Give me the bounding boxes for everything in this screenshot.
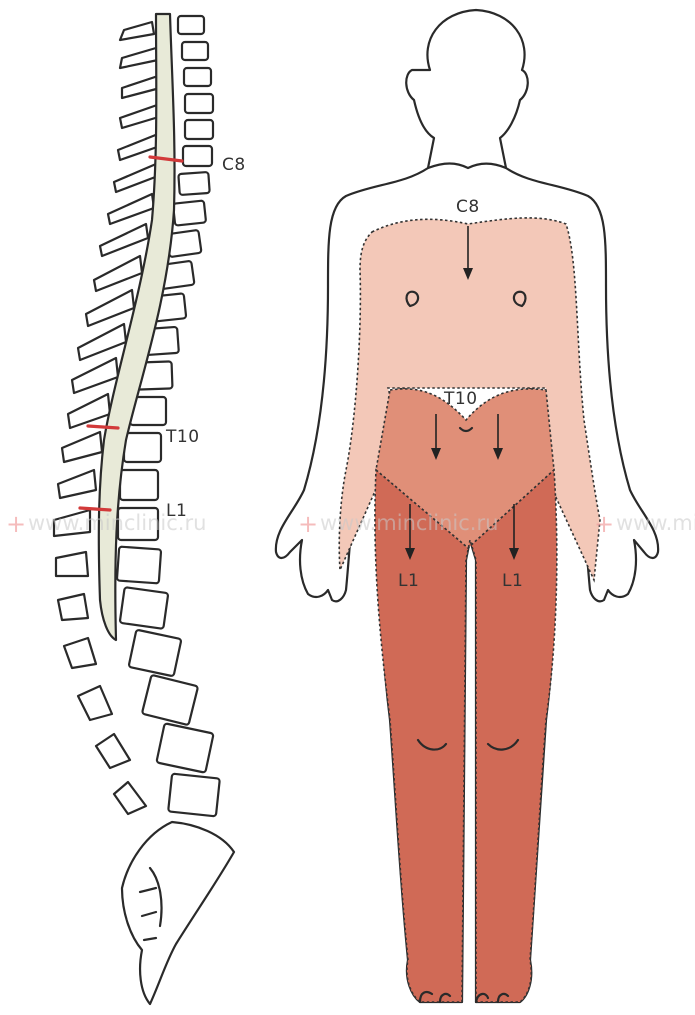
body-label-l1-right: L1: [502, 571, 523, 591]
watermark-plus-icon: +: [6, 510, 26, 538]
body-illustration: C8 T10 L1 L1: [276, 10, 658, 1002]
watermark-plus-icon: +: [594, 510, 614, 538]
body-label-l1-left: L1: [398, 571, 419, 591]
spine-marker-t10: [88, 426, 118, 428]
spine-marker-l1: [80, 508, 110, 510]
watermark-plus-icon: +: [298, 510, 318, 538]
spine-illustration: C8 T10 L1: [54, 14, 246, 1004]
spine-label-c8: C8: [222, 155, 246, 175]
body-label-t10: T10: [443, 389, 478, 409]
spine-label-t10: T10: [165, 427, 200, 447]
zone-l1: [375, 470, 557, 1002]
body-label-c8: C8: [456, 197, 480, 217]
sacrum: [122, 822, 234, 1004]
watermark-text-3: www.minclinic.ru: [616, 511, 695, 535]
watermark-text-1: www.minclinic.ru: [28, 511, 206, 535]
watermark-text-2: www.minclinic.ru: [320, 511, 498, 535]
